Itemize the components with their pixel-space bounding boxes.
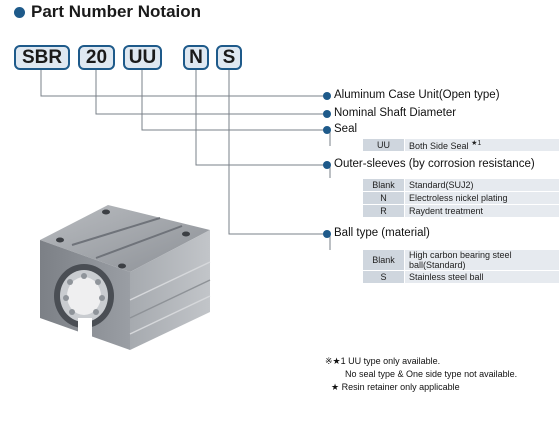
code-box-sleeve: N xyxy=(183,45,209,70)
seal-options-table: UU Both Side Seal ★1 xyxy=(363,139,559,152)
title-bullet-icon xyxy=(14,6,25,18)
title-text: Part Number Notaion xyxy=(31,2,202,21)
table-row: Blank High carbon bearing steel ball(Sta… xyxy=(363,250,559,271)
label-bullet-icon xyxy=(323,92,331,100)
option-code: R xyxy=(363,204,405,218)
option-code: S xyxy=(363,270,405,284)
table-row: S Stainless steel ball xyxy=(363,270,559,284)
code-box-size: 20 xyxy=(78,45,115,70)
option-code: Blank xyxy=(363,250,405,271)
table-row: R Raydent treatment xyxy=(363,204,559,218)
label-aluminum-case: Aluminum Case Unit(Open type) xyxy=(334,89,500,101)
footnote-2: No seal type & One side type not availab… xyxy=(345,369,518,379)
outer-sleeve-options-table: Blank Standard(SUJ2) N Electroless nicke… xyxy=(363,179,559,218)
label-bullet-icon xyxy=(323,230,331,238)
leader-lines xyxy=(40,70,326,235)
label-ball-type: Ball type (material) xyxy=(334,227,430,239)
option-footnote-mark: ★1 xyxy=(471,140,482,147)
code-box-series: SBR xyxy=(14,45,70,70)
option-code: Blank xyxy=(363,179,405,192)
option-code: N xyxy=(363,191,405,205)
label-seal: Seal xyxy=(334,123,358,135)
option-desc: Electroless nickel plating xyxy=(404,191,559,205)
option-desc: High carbon bearing steel ball(Standard) xyxy=(404,250,559,271)
footnote-1: ※★1 UU type only available. xyxy=(325,356,441,366)
code-box-ball: S xyxy=(216,45,242,70)
option-desc-text: Both Side Seal xyxy=(409,141,469,151)
label-shaft-diameter: Nominal Shaft Diameter xyxy=(334,107,457,119)
label-bullet-icon xyxy=(323,110,331,118)
option-code: UU xyxy=(363,139,405,152)
label-bullet-icon xyxy=(323,126,331,134)
ball-type-options-table: Blank High carbon bearing steel ball(Sta… xyxy=(363,250,559,284)
footnote-3: ★ Resin retainer only applicable xyxy=(331,382,460,392)
option-desc: Both Side Seal ★1 xyxy=(404,139,559,152)
option-desc: Raydent treatment xyxy=(404,204,559,218)
bearing-block-illustration xyxy=(40,205,211,350)
label-outer-sleeves: Outer-sleeves (by corrosion resistance) xyxy=(334,158,535,170)
label-bullet-icon xyxy=(323,161,331,169)
table-row: N Electroless nickel plating xyxy=(363,191,559,205)
table-row: Blank Standard(SUJ2) xyxy=(363,179,559,192)
option-desc: Stainless steel ball xyxy=(404,270,559,284)
section-title: Part Number Notaion xyxy=(14,2,201,22)
table-row: UU Both Side Seal ★1 xyxy=(363,139,559,152)
option-desc: Standard(SUJ2) xyxy=(404,179,559,192)
code-box-seal: UU xyxy=(123,45,162,70)
